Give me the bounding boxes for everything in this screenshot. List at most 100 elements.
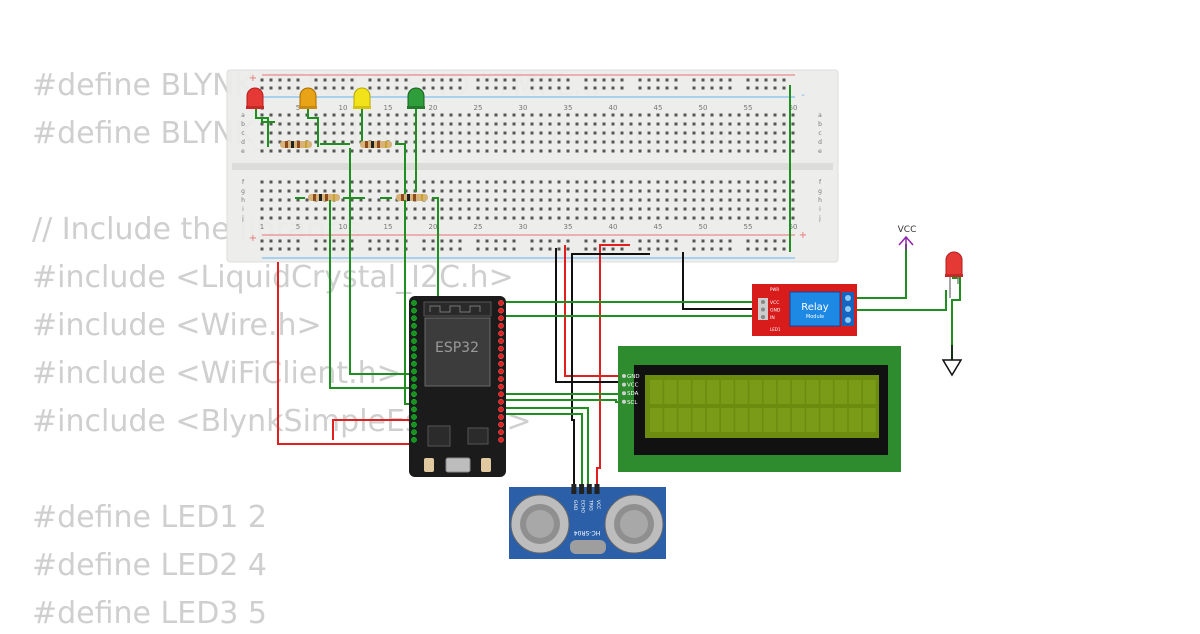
breadboard-hole	[665, 113, 669, 117]
esp32-pin[interactable]	[498, 429, 504, 436]
sonar-pin[interactable]	[586, 484, 592, 494]
breadboard-rail-hole	[296, 239, 300, 243]
esp32-pin[interactable]	[498, 338, 504, 344]
breadboard-hole	[593, 113, 597, 117]
esp32-pin[interactable]	[498, 345, 504, 352]
esp32-pin[interactable]	[411, 414, 417, 420]
breadboard-hole	[305, 122, 309, 126]
led-green	[407, 87, 425, 109]
breadboard-hole	[512, 149, 516, 153]
breadboard-hole	[791, 180, 795, 184]
esp32-pin[interactable]	[498, 353, 504, 360]
esp32-pin[interactable]	[498, 307, 504, 314]
breadboard-hole	[314, 122, 318, 126]
lcd-pin[interactable]	[622, 399, 626, 404]
breadboard-hole	[368, 189, 372, 193]
esp32-pin[interactable]	[411, 315, 417, 322]
breadboard-hole	[332, 180, 336, 184]
breadboard-rail-hole	[341, 86, 345, 90]
breadboard-hole	[494, 122, 498, 126]
breadboard-hole	[656, 122, 660, 126]
relay-pin[interactable]	[761, 300, 765, 304]
esp32-pin[interactable]	[411, 338, 417, 344]
breadboard-hole	[575, 149, 579, 153]
breadboard-rail-hole	[782, 78, 786, 82]
breadboard-hole	[791, 149, 795, 153]
esp32-pin[interactable]	[498, 315, 504, 322]
esp32-pin[interactable]	[498, 398, 504, 405]
sonar-pin[interactable]	[594, 484, 600, 494]
column-number: 25	[474, 223, 483, 231]
esp32-pin[interactable]	[411, 436, 417, 443]
esp32-pin[interactable]	[498, 391, 504, 398]
esp32-pin[interactable]	[411, 398, 417, 405]
sonar-pin[interactable]	[579, 484, 585, 494]
breadboard-rail-hole	[350, 247, 354, 251]
sonar-pin-label: ECHO	[580, 500, 586, 513]
esp32-pin[interactable]	[498, 330, 504, 337]
lcd-pin[interactable]	[622, 374, 626, 378]
breadboard-hole	[422, 140, 426, 144]
esp32-pin[interactable]	[498, 360, 504, 367]
breadboard-hole	[593, 140, 597, 144]
breadboard-rail-hole	[377, 239, 381, 243]
esp32-pin[interactable]	[498, 383, 504, 390]
esp32-pin[interactable]	[411, 330, 417, 337]
breadboard-hole	[296, 131, 300, 135]
esp32-en-button[interactable]	[481, 458, 491, 472]
breadboard-hole	[431, 122, 435, 126]
esp32-pin[interactable]	[498, 368, 504, 375]
relay-pin[interactable]	[761, 315, 765, 319]
esp32-pin[interactable]	[411, 421, 417, 428]
esp32-pin[interactable]	[411, 368, 417, 375]
esp32-pin[interactable]	[411, 391, 417, 398]
breadboard-hole	[620, 149, 624, 153]
breadboard-rail-hole	[638, 247, 642, 251]
lcd-pin[interactable]	[622, 382, 626, 387]
breadboard-hole	[440, 113, 444, 117]
esp32-pin[interactable]	[411, 300, 417, 306]
esp32-pin[interactable]	[411, 406, 417, 413]
breadboard-hole	[278, 113, 282, 117]
breadboard-hole	[674, 122, 678, 126]
esp32-pin[interactable]	[498, 376, 504, 382]
breadboard-hole	[791, 131, 795, 135]
breadboard-rail-hole	[710, 78, 714, 82]
esp32-pin[interactable]	[411, 376, 417, 382]
breadboard-hole	[629, 113, 633, 117]
breadboard-hole	[296, 216, 300, 220]
breadboard-hole	[476, 207, 480, 211]
esp32-pin[interactable]	[411, 429, 417, 436]
breadboard-hole	[332, 122, 336, 126]
esp32-boot-button[interactable]	[424, 458, 434, 472]
esp32-pin[interactable]	[411, 322, 417, 329]
esp32-pin[interactable]	[498, 436, 504, 443]
esp32-pin[interactable]	[498, 421, 504, 428]
row-letter: i	[242, 206, 244, 213]
breadboard-hole	[440, 122, 444, 126]
breadboard-hole	[521, 131, 525, 135]
esp32-pin[interactable]	[411, 307, 417, 314]
esp32-pin[interactable]	[411, 383, 417, 390]
esp32-pin[interactable]	[411, 353, 417, 360]
breadboard-rail-hole	[701, 239, 705, 243]
esp32-pin[interactable]	[498, 300, 504, 306]
relay-pin[interactable]	[761, 307, 765, 312]
breadboard-rail-hole	[719, 239, 723, 243]
esp32-pin[interactable]	[498, 322, 504, 329]
lcd-cell	[735, 380, 748, 404]
breadboard-hole	[791, 122, 795, 126]
breadboard-hole	[512, 131, 516, 135]
breadboard-rail-hole	[422, 239, 426, 243]
code-line: #define LED2 4	[32, 548, 268, 583]
breadboard-rail-hole	[620, 78, 624, 82]
esp32-pin[interactable]	[498, 406, 504, 413]
esp32-pin[interactable]	[411, 360, 417, 367]
breadboard-hole	[566, 207, 570, 211]
esp32-pin[interactable]	[411, 345, 417, 352]
esp32-pin[interactable]	[498, 414, 504, 420]
breadboard-hole	[386, 131, 390, 135]
breadboard-hole	[683, 140, 687, 144]
sonar-pin[interactable]	[571, 484, 577, 494]
lcd-pin[interactable]	[622, 391, 626, 396]
